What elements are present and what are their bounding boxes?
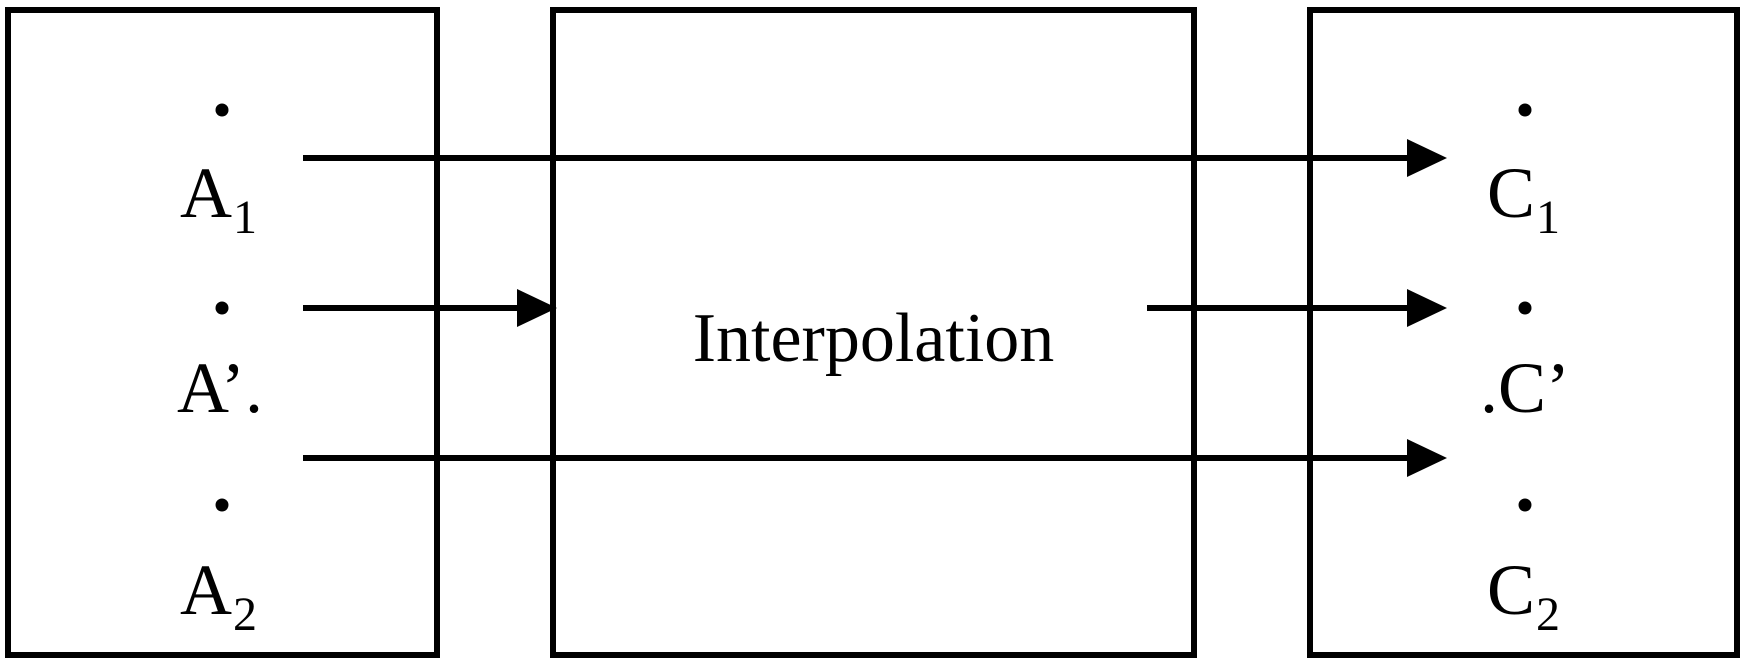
label-a-prime: A’. [177, 352, 263, 424]
ellipsis-dot [1518, 301, 1532, 315]
label-a2-base: A [180, 550, 232, 630]
label-c1: C1 [1487, 157, 1560, 242]
middle-arrow-out-line [1147, 305, 1407, 311]
label-c2-subscript: 2 [1536, 588, 1561, 641]
bottom-arrow-line [303, 455, 1407, 461]
ellipsis-dot [215, 498, 229, 512]
label-c-prime: .C’ [1480, 352, 1570, 424]
ellipsis-dot [1518, 103, 1532, 117]
label-a2: A2 [180, 554, 257, 639]
middle-arrow-in-line [303, 305, 517, 311]
label-a1-subscript: 1 [233, 191, 257, 244]
label-c1-subscript: 1 [1536, 191, 1561, 244]
label-c2-base: C [1486, 550, 1536, 630]
label-a1: A1 [180, 157, 257, 242]
bottom-arrow-head-icon [1407, 439, 1447, 477]
middle-arrow-out-head-icon [1407, 289, 1447, 327]
label-c2: C2 [1487, 554, 1560, 639]
label-a-prime-base: A’. [177, 348, 263, 428]
label-a1-base: A [180, 153, 232, 233]
label-c-prime-base: .C’ [1480, 348, 1570, 428]
process-label: Interpolation [692, 299, 1055, 377]
process-box: Interpolation [550, 7, 1197, 658]
label-c1-base: C [1486, 153, 1536, 233]
middle-arrow-in-head-icon [517, 289, 557, 327]
label-a2-subscript: 2 [233, 588, 257, 641]
top-arrow-line [303, 155, 1407, 161]
ellipsis-dot [215, 301, 229, 315]
top-arrow-head-icon [1407, 139, 1447, 177]
ellipsis-dot [1518, 498, 1532, 512]
ellipsis-dot [215, 103, 229, 117]
